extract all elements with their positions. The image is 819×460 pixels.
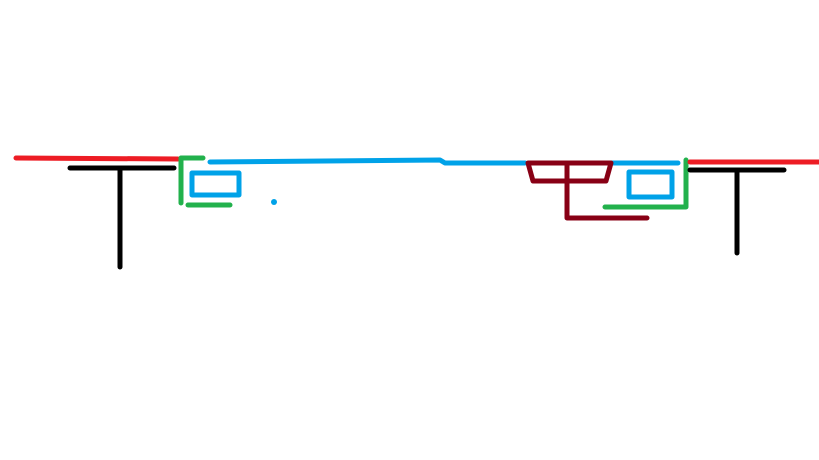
right-blue-box (626, 169, 675, 200)
left-blue-box (189, 170, 242, 198)
blue-dot (271, 199, 277, 205)
right-post (687, 159, 819, 256)
left-bracket (178, 155, 242, 208)
left-post (13, 155, 181, 270)
right-bracket (602, 157, 689, 210)
right-green-bracket (602, 157, 689, 210)
dark-red-trapezoid (525, 160, 614, 184)
dark-red-stem (564, 162, 650, 221)
left-green-bracket (178, 155, 206, 206)
left-red-line (13, 155, 181, 162)
dark-red-shape (525, 160, 650, 221)
blue-top-line (207, 157, 681, 166)
